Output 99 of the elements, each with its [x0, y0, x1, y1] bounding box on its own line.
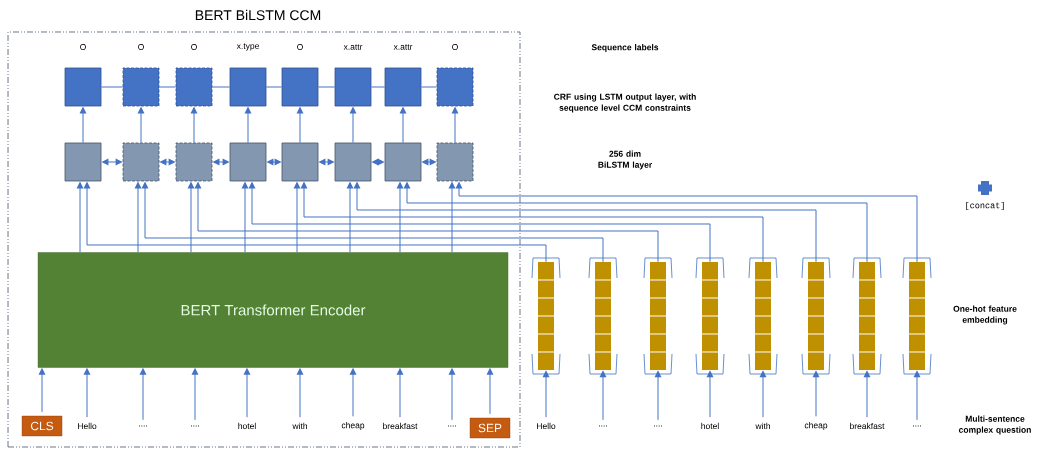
feature-vector [852, 257, 882, 375]
token-word: cheap [341, 422, 365, 430]
feature-vector [643, 257, 673, 375]
arrow [134, 181, 142, 253]
arrow [346, 181, 354, 253]
feature-vector [695, 257, 725, 375]
arrow [448, 181, 456, 253]
tag-label: O [80, 44, 86, 50]
token-word: .... [654, 425, 662, 427]
bilstm-box [229, 142, 267, 182]
layer-label: Multi-sentence complex question [958, 415, 1031, 435]
tag-label: x.type [236, 43, 259, 51]
bilstm-box [175, 142, 213, 182]
arrow [448, 367, 456, 421]
feature-vector [588, 257, 618, 375]
token-word: with [755, 422, 770, 430]
token-word: .... [448, 425, 456, 427]
arrow [399, 106, 407, 144]
layer-label: [concat] [966, 202, 1004, 210]
arrow [83, 367, 91, 418]
arrow [141, 181, 604, 263]
bilstm-box [64, 142, 102, 182]
tag-label: x.attr [393, 44, 413, 50]
layer-label: 256 dim BiLSTM layer [598, 150, 653, 170]
arrow [266, 158, 282, 166]
arrow [353, 181, 817, 263]
token-word: .... [191, 425, 199, 427]
arrow [296, 106, 304, 144]
arrow [241, 181, 249, 253]
arrow [243, 367, 251, 418]
token-word: .... [599, 425, 607, 427]
encoder-box: BERT Transformer Encoder [37, 252, 509, 368]
arrow [79, 106, 87, 144]
feature-vector [531, 257, 561, 375]
arrow [187, 181, 195, 253]
token-word: Hello [78, 422, 97, 430]
arrow [455, 181, 918, 263]
arrow [248, 181, 711, 263]
feature-vector [748, 257, 778, 375]
arrow [812, 370, 820, 417]
tag-label: O [191, 44, 197, 50]
arrow [349, 367, 357, 417]
tag-label: O [452, 44, 458, 50]
token-word: with [292, 422, 307, 430]
token-box: SEP [469, 417, 511, 439]
arrow [191, 367, 199, 421]
arrow [194, 181, 659, 263]
arrow [913, 370, 921, 421]
layer-label: Sequence labels [591, 44, 659, 52]
arrow [76, 181, 84, 253]
tag-label: O [138, 44, 144, 50]
arrow [159, 158, 176, 166]
arrow [396, 181, 404, 253]
token-word: .... [139, 425, 147, 427]
arrow [349, 106, 357, 144]
arrow [863, 370, 871, 418]
arrow [137, 106, 145, 144]
token-word: breakfast [850, 422, 885, 430]
frame-title: BERT BiLSTM CCM [195, 9, 321, 21]
bilstm-box [384, 142, 422, 182]
arrow [759, 370, 767, 418]
arrow [318, 158, 335, 166]
arrow [421, 158, 437, 166]
arrow [190, 106, 198, 144]
arrow [38, 367, 46, 413]
arrow [83, 181, 547, 263]
token-word: breakfast [383, 422, 418, 430]
feature-vector [902, 257, 932, 375]
token-word: .... [913, 425, 921, 427]
layer-label: CRF using LSTM output layer, with sequence level CCM constraints [554, 93, 696, 113]
tag-label: x.attr [343, 44, 363, 50]
feature-vector [801, 257, 831, 375]
bilstm-box [436, 142, 474, 182]
token-word: hotel [701, 422, 719, 430]
arrow [101, 158, 123, 166]
token-word: hotel [238, 422, 256, 430]
tag-label: O [297, 44, 303, 50]
arrow [542, 370, 550, 418]
arrow [486, 367, 494, 415]
arrow [451, 106, 459, 144]
arrow [371, 158, 385, 166]
layer-label: One-hot feature embedding [953, 305, 1017, 325]
arrow [706, 370, 714, 418]
arrow [296, 367, 304, 418]
arrow [139, 367, 147, 421]
arrow [599, 370, 607, 421]
arrow [293, 181, 301, 253]
bilstm-box [122, 142, 160, 182]
arrow [403, 181, 868, 263]
token-word: cheap [804, 422, 828, 430]
token-box: CLS [21, 415, 63, 437]
bilstm-box [334, 142, 372, 182]
arrow [244, 106, 252, 144]
arrow [654, 370, 662, 421]
arrow [212, 158, 230, 166]
bilstm-box [281, 142, 319, 182]
arrow [396, 367, 404, 418]
arrow [300, 181, 764, 263]
token-word: Hello [537, 422, 556, 430]
